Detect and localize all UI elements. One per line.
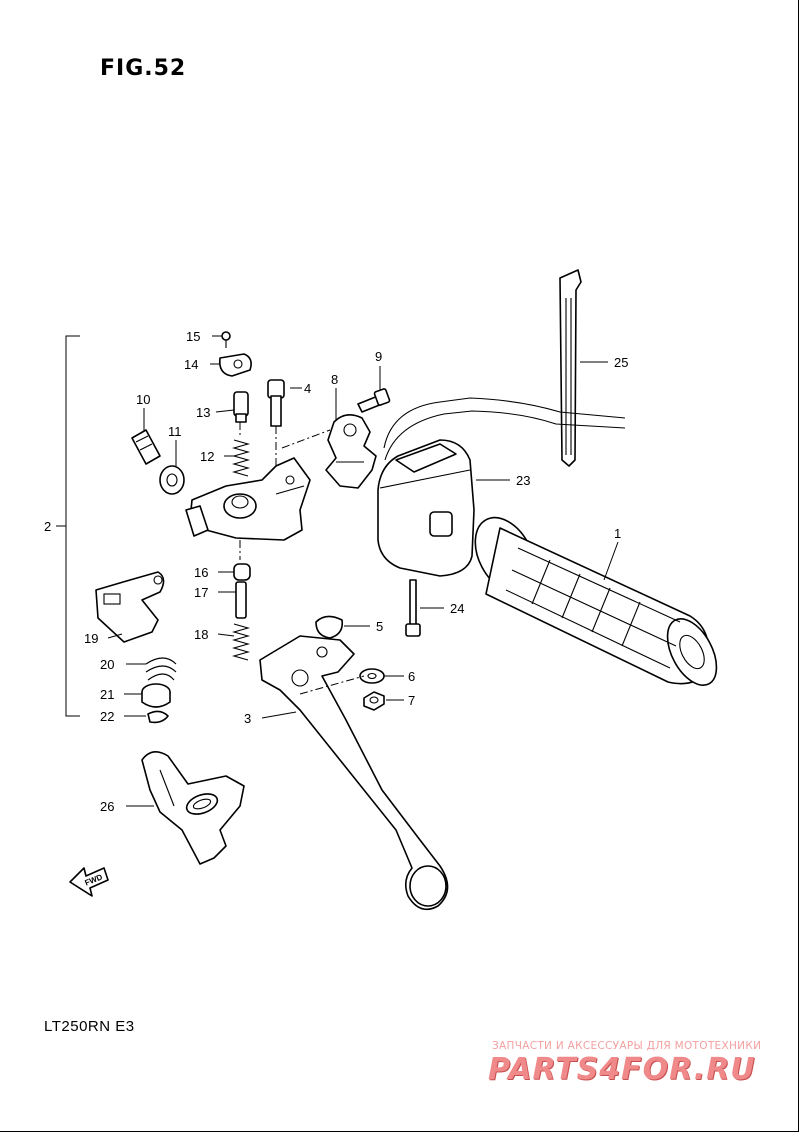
callout-20: 20 [100, 657, 114, 672]
part-1-grip [474, 516, 718, 686]
callout-3: 3 [244, 711, 251, 726]
callout-15: 15 [186, 329, 200, 344]
part-4-pivot-bolt [267, 379, 285, 427]
callout-23: 23 [516, 473, 530, 488]
callout-4: 4 [304, 381, 311, 396]
fwd-direction-arrow: FWD [69, 867, 109, 897]
part-8-clamp [325, 414, 377, 489]
part-24-screw [405, 579, 421, 637]
watermark-logo: PARTS4FOR.RU [488, 1052, 756, 1087]
callout-10: 10 [136, 392, 150, 407]
callout-18: 18 [194, 627, 208, 642]
callout-9: 9 [375, 349, 382, 364]
part-17-rod [235, 581, 247, 619]
part-12-spring [231, 439, 251, 477]
part-20-spring [145, 657, 177, 681]
part-23-switch-housing [377, 439, 475, 577]
part-14-plate [218, 353, 252, 377]
callout-22: 22 [100, 709, 114, 724]
part-7-nut [363, 691, 385, 711]
callout-19: 19 [84, 631, 98, 646]
part-5-washer [315, 615, 344, 639]
callout-13: 13 [196, 405, 210, 420]
callout-14: 14 [184, 357, 198, 372]
part-19-switch-lever [95, 571, 165, 643]
part-21-collar [141, 683, 171, 708]
callout-16: 16 [194, 565, 208, 580]
callout-1: 1 [614, 526, 621, 541]
alignment-lines [239, 422, 365, 695]
part-18-spring [231, 623, 251, 661]
part-15-screw [221, 331, 231, 348]
part-11-locknut [159, 465, 185, 495]
part-9-bolt [357, 388, 391, 413]
callout-25: 25 [614, 355, 628, 370]
callout-26: 26 [100, 799, 114, 814]
part-10-adjuster [131, 429, 161, 465]
callout-6: 6 [408, 669, 415, 684]
callout-11: 11 [168, 424, 182, 439]
part-26-cover [141, 751, 245, 865]
callout-8: 8 [331, 372, 338, 387]
part-16-cap [233, 563, 251, 581]
model-code: LT250RN E3 [44, 1018, 135, 1035]
part-25-cable-tie [559, 269, 582, 467]
part-22-clip [147, 710, 169, 724]
leader-lines [107, 335, 619, 807]
callout-17: 17 [194, 585, 208, 600]
cable [383, 397, 626, 449]
callout-24: 24 [450, 601, 464, 616]
callout-2: 2 [44, 519, 51, 534]
part-3-lever [259, 635, 449, 911]
part-13-pin [233, 391, 249, 423]
part-2-lever-holder [185, 457, 311, 541]
callout-labels: 1 2 3 4 5 6 7 8 9 10 11 12 13 14 15 16 1… [44, 329, 628, 814]
callout-12: 12 [200, 449, 214, 464]
callout-21: 21 [100, 687, 114, 702]
watermark-tagline: ЗАПЧАСТИ И АКСЕССУАРЫ ДЛЯ МОТОТЕХНИКИ [492, 1040, 762, 1052]
callout-5: 5 [376, 619, 383, 634]
figure-title: FIG.52 [100, 56, 187, 81]
assembly-bracket [56, 335, 80, 717]
callout-7: 7 [408, 693, 415, 708]
